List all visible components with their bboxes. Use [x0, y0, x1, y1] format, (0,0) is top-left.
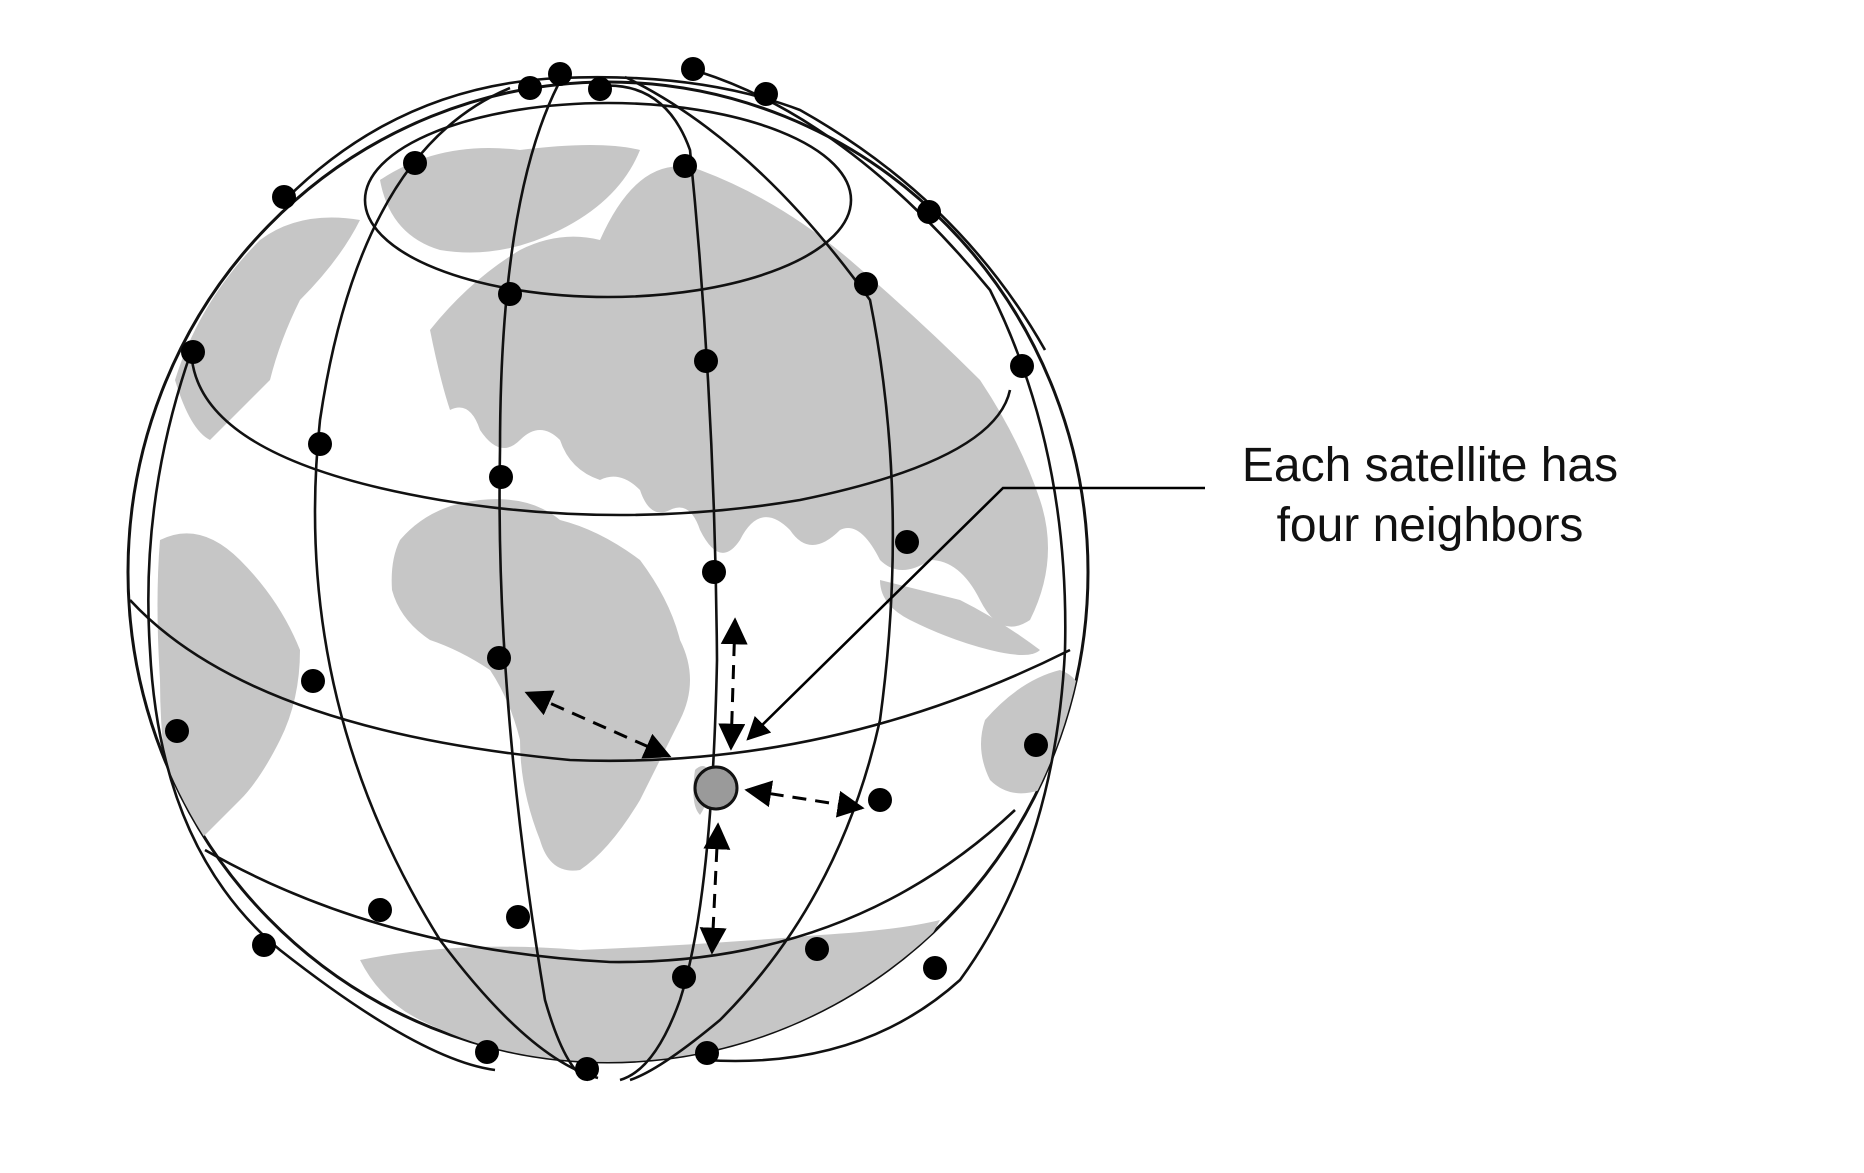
satellite [498, 282, 522, 306]
satellite [403, 151, 427, 175]
southeast-asia-islands [880, 580, 1040, 655]
callout-line-1: Each satellite has [1241, 439, 1619, 492]
satellite [702, 560, 726, 584]
callout-label: Each satellite has four neighbors [1210, 436, 1650, 556]
highlighted-satellite [693, 765, 739, 811]
satellite [272, 185, 296, 209]
satellite [895, 530, 919, 554]
satellite [681, 57, 705, 81]
satellite [489, 465, 513, 489]
callout-leader-line [746, 486, 1205, 741]
satellite [487, 646, 511, 670]
satellite [308, 432, 332, 456]
satellite [1010, 354, 1034, 378]
satellite [588, 77, 612, 101]
orbit-plane-3 [498, 84, 589, 1082]
satellite [754, 82, 778, 106]
satellite [475, 1040, 499, 1064]
satellite [181, 340, 205, 364]
latitude-rings [129, 101, 1071, 964]
satellite [548, 62, 572, 86]
satellite [672, 965, 696, 989]
satellite [518, 76, 542, 100]
satellite [917, 200, 941, 224]
greenland-landmass [380, 145, 640, 253]
arrow-to-south-neighbor [699, 822, 731, 955]
africa-landmass [391, 499, 690, 871]
satellite [805, 937, 829, 961]
satellite [673, 154, 697, 178]
satellite [368, 898, 392, 922]
satellite [301, 669, 325, 693]
arrow-to-east-neighbor [744, 780, 865, 818]
satellite [694, 349, 718, 373]
satellites [165, 57, 1048, 1081]
orbit-plane-5 [624, 75, 895, 1082]
orbit-plane-4 [597, 84, 719, 1082]
arrow-to-west-neighbor [524, 690, 672, 759]
satellite [868, 788, 892, 812]
satellite [1024, 733, 1048, 757]
neighbor-arrows [524, 617, 865, 955]
satellite [575, 1057, 599, 1081]
orbit-plane-7 [284, 75, 1047, 351]
orbit-plane-1 [147, 354, 496, 1072]
callout-line-2: four neighbors [1276, 499, 1584, 552]
orbit-plane-2 [313, 86, 599, 1080]
north-america-landmass [175, 217, 360, 440]
satellite [252, 933, 276, 957]
satellite [165, 719, 189, 743]
satellite [923, 956, 947, 980]
orbit-plane-6 [699, 70, 1067, 1063]
latitude-ring-north [190, 359, 1012, 517]
latitude-ring-arctic [363, 101, 853, 299]
latitude-ring-equator [129, 599, 1071, 763]
orbit-planes [147, 70, 1067, 1082]
satellite [506, 905, 530, 929]
satellite [854, 272, 878, 296]
latitude-ring-south [204, 809, 1016, 964]
south-america-landmass [157, 533, 300, 840]
satellite [695, 1041, 719, 1065]
